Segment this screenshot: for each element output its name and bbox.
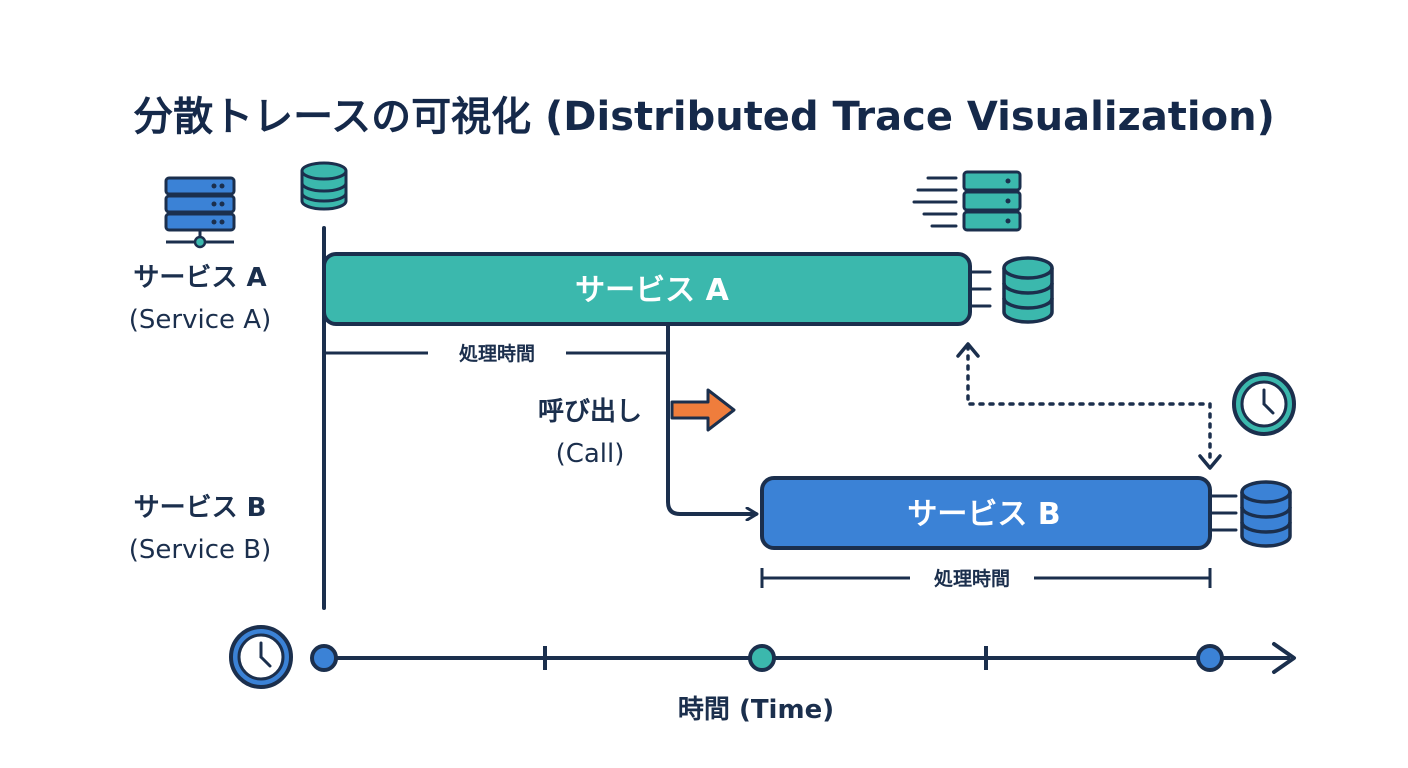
timeline-end-dot bbox=[1196, 644, 1224, 672]
call-label-en: (Call) bbox=[556, 439, 625, 469]
server-icon bbox=[164, 176, 236, 249]
service-b-bar-label: サービス B bbox=[907, 497, 1060, 532]
clock-icon bbox=[1232, 372, 1296, 436]
database-icon bbox=[300, 161, 348, 211]
call-label-ja: 呼び出し bbox=[538, 397, 642, 427]
service-a-duration-label: 処理時間 bbox=[459, 342, 535, 365]
service-a-bar-label: サービス A bbox=[575, 273, 729, 308]
clock-icon bbox=[229, 625, 293, 689]
timeline-axis bbox=[310, 642, 1296, 674]
dotted-trace-link bbox=[956, 342, 1222, 470]
service-b-connectors bbox=[1208, 494, 1238, 532]
database-icon bbox=[1002, 256, 1054, 324]
page-title: 分散トレースの可視化 (Distributed Trace Visualizat… bbox=[133, 94, 1275, 140]
service-a-label-ja: サービス A bbox=[133, 263, 266, 293]
service-b-label-en: (Service B) bbox=[129, 535, 271, 565]
service-a-label-en: (Service A) bbox=[129, 305, 271, 335]
service-a-connectors bbox=[968, 270, 992, 308]
service-b-duration-bracket bbox=[760, 568, 1212, 588]
database-icon bbox=[1240, 480, 1292, 548]
timeline-mid-dot bbox=[748, 644, 776, 672]
timeline-start-dot bbox=[310, 644, 338, 672]
service-b-label-ja: サービス B bbox=[134, 493, 267, 523]
service-b-duration-label: 処理時間 bbox=[934, 567, 1010, 590]
timeline-label: 時間 (Time) bbox=[678, 695, 834, 725]
server-motion-icon bbox=[912, 170, 1022, 232]
call-arrow-icon bbox=[670, 388, 736, 432]
call-connector bbox=[666, 322, 756, 514]
